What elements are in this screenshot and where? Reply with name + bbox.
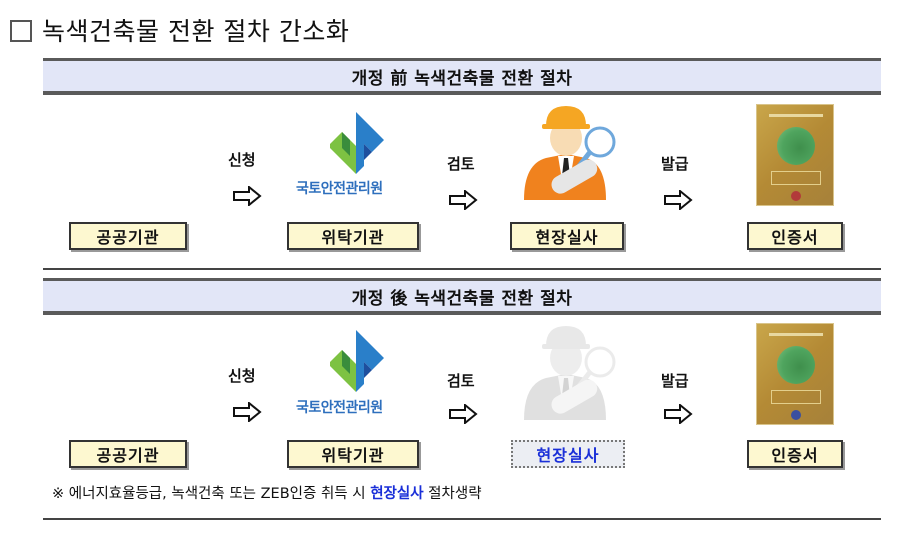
verb-apply: 신청 — [228, 151, 256, 169]
square-bullet-icon — [10, 20, 32, 42]
after-header-text: 개정 後 녹색건축물 전환 절차 — [351, 288, 573, 309]
bottom-rule — [43, 518, 881, 520]
step-consignment-agency: 위탁기관 — [287, 222, 419, 250]
section-title: 녹색건축물 전환 절차 간소화 — [10, 12, 349, 48]
right-arrow-icon — [664, 404, 693, 424]
step-public-agency: 공공기관 — [69, 440, 187, 468]
step-public-agency: 공공기관 — [69, 222, 187, 250]
verb-review: 검토 — [447, 155, 475, 173]
before-header: 개정 前 녹색건축물 전환 절차 — [43, 58, 881, 95]
kalis-logo-icon — [330, 330, 384, 392]
step-site-inspection-skipped: 현장실사 — [511, 440, 625, 468]
step-certificate: 인증서 — [747, 222, 843, 250]
footnote-highlight: 현장실사 — [370, 486, 424, 502]
kalis-logo-icon — [330, 112, 384, 174]
verb-issue: 발급 — [661, 372, 689, 390]
verb-review: 검토 — [447, 372, 475, 390]
right-arrow-icon — [449, 404, 478, 424]
section-title-text: 녹색건축물 전환 절차 간소화 — [42, 17, 350, 46]
right-arrow-icon — [233, 402, 262, 422]
before-header-text: 개정 前 녹색건축물 전환 절차 — [351, 68, 573, 89]
inspector-icon-grayed — [524, 326, 616, 420]
footnote: ※ 에너지효율등급, 녹색건축 또는 ZEB인증 취득 시 현장실사 절차생략 — [52, 482, 482, 503]
kalis-logo-text: 국토안전관리원 — [296, 400, 383, 416]
step-consignment-agency: 위탁기관 — [287, 440, 419, 468]
kalis-logo-text: 국토안전관리원 — [296, 181, 383, 197]
section-divider — [43, 268, 881, 270]
right-arrow-icon — [233, 186, 262, 206]
footnote-suffix: 절차생략 — [423, 486, 482, 502]
right-arrow-icon — [449, 190, 478, 210]
verb-apply: 신청 — [228, 367, 256, 385]
footnote-prefix: ※ 에너지효율등급, 녹색건축 또는 ZEB인증 취득 시 — [52, 486, 371, 502]
inspector-icon — [524, 106, 616, 200]
certificate-plaque-icon — [756, 104, 834, 206]
right-arrow-icon — [664, 190, 693, 210]
step-site-inspection: 현장실사 — [510, 222, 624, 250]
verb-issue: 발급 — [661, 155, 689, 173]
after-header: 개정 後 녹색건축물 전환 절차 — [43, 278, 881, 315]
certificate-plaque-icon — [756, 323, 834, 425]
step-certificate: 인증서 — [747, 440, 843, 468]
